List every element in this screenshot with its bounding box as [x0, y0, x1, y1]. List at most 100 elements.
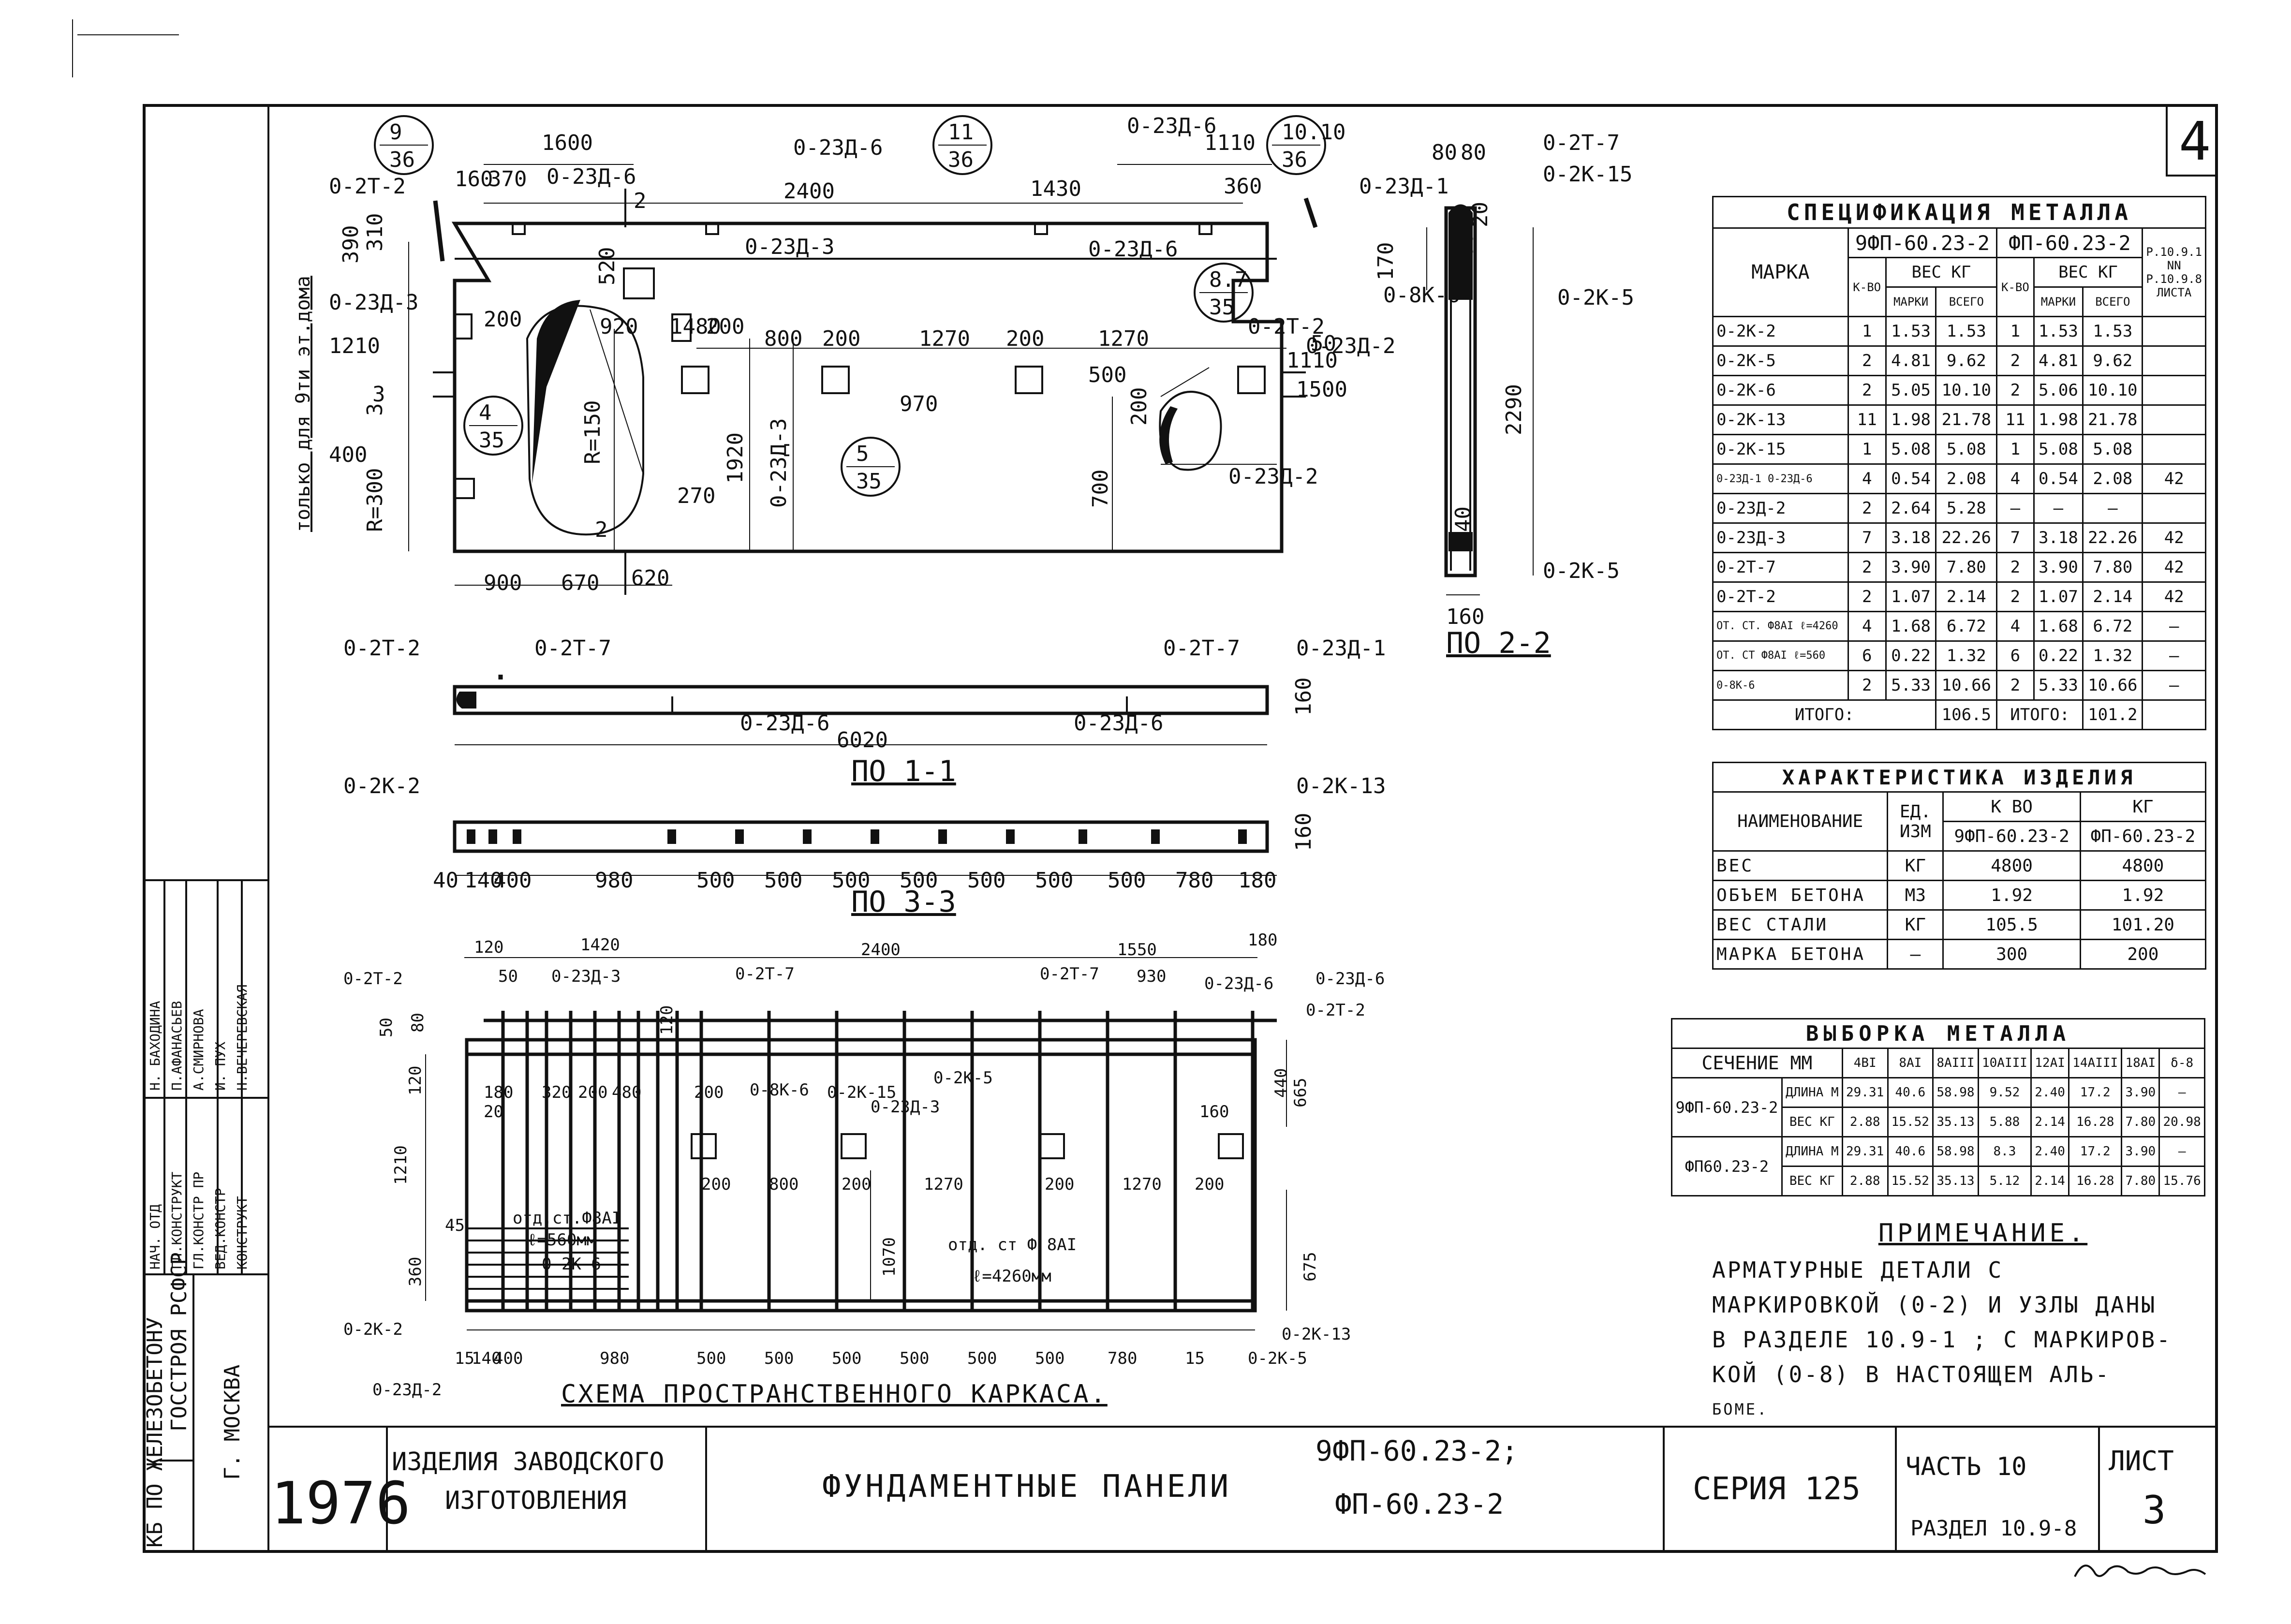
plan-labels-46: 270: [677, 484, 715, 508]
char-cell-unit: М3: [1887, 880, 1944, 911]
frame-labels-53: 980: [600, 1349, 629, 1368]
spec-kvo2: К-ВО: [1996, 257, 2035, 317]
spec-cell-k2: 2: [1996, 552, 2035, 583]
vyb-col-6: 18АI: [2121, 1048, 2160, 1078]
stamp-section: РАЗДЕЛ 10.9-8: [1910, 1516, 2077, 1541]
plan-labels-42: 700: [1088, 470, 1113, 508]
frame-title: СХЕМА ПРОСТРАНСТВЕННОГО КАРКАСА.: [561, 1380, 1108, 1409]
vyb-cell: 5.12: [1977, 1166, 2032, 1196]
spec-cell-m1: 3.18: [1885, 522, 1937, 553]
frame-labels-40: ℓ=560мм: [527, 1230, 596, 1250]
spec-cell-m1: 5.08: [1885, 434, 1937, 465]
s33-labels-2: 160: [1291, 813, 1316, 851]
vyb-cell: 16.28: [2068, 1107, 2123, 1137]
frame-labels-21: 180: [484, 1083, 513, 1102]
spec-cell-v1: 5.28: [1935, 493, 1998, 524]
s33-labels-13: 500: [1108, 868, 1146, 893]
plan-labels-9: 2400: [783, 179, 835, 204]
spec-cell-v2: —: [2082, 493, 2143, 524]
stamp-product-line2: ИЗГОТОВЛЕНИЯ: [445, 1486, 627, 1515]
vyb-cell: 58.98: [1932, 1077, 1979, 1108]
char-col-name: НАИМЕНОВАНИЕ: [1712, 791, 1889, 852]
s11-labels-4: 160: [1291, 678, 1316, 716]
vyb-kind: ВЕС КГ: [1781, 1166, 1843, 1196]
plan-view: только для 9ти эт.дома 936113610.1036435…: [292, 114, 1449, 595]
callout-num-0: 9: [389, 120, 402, 145]
frame-labels-55: 500: [764, 1349, 794, 1368]
spec-cell-marka: 0-2Т-7: [1712, 552, 1849, 583]
spec-cell-marka: 0-23Д-3: [1712, 522, 1849, 553]
char-cell-v1: 105.5: [1942, 909, 2081, 940]
s11-labels-7: 6020: [837, 728, 888, 753]
vyb-kind: ДЛИНА М: [1781, 1136, 1843, 1167]
frame-labels-10: 930: [1137, 967, 1166, 986]
vyb-product: ФП60.23-2: [1671, 1136, 1783, 1196]
frame-labels-61: 15: [1185, 1349, 1205, 1368]
spec-ves1: ВЕС КГ: [1885, 257, 1998, 288]
frame-labels-24: 480: [612, 1083, 641, 1102]
spec-cell-m1: 5.33: [1885, 670, 1937, 701]
plan-labels-19: 200: [484, 307, 522, 332]
char-col-kvo: К ВО: [1942, 791, 2081, 822]
spec-cell-ref: 42: [2142, 522, 2206, 553]
char-cell-v2: 4800: [2079, 850, 2207, 881]
frame-labels-23: 200: [578, 1083, 607, 1102]
s22-labels-11: 0-2К-5: [1543, 559, 1620, 583]
signature: [2074, 1565, 2206, 1577]
spec-cell-k2: 6: [1996, 640, 2035, 671]
spec-col-marka: МАРКА: [1712, 227, 1849, 317]
frame-labels-46: 675: [1301, 1252, 1320, 1282]
char-cell-name: ВЕС СТАЛИ: [1712, 909, 1889, 940]
plan-labels-49: 900: [484, 571, 522, 595]
spec-cell-k2: 2: [1996, 670, 2035, 701]
spec-cell-ref: [2142, 375, 2206, 406]
vyb-cell: 40.6: [1887, 1077, 1934, 1108]
frame-labels-14: 50: [377, 1018, 396, 1037]
frame-labels-12: 0-23Д-6: [1204, 974, 1273, 993]
frame-labels-34: 200: [842, 1175, 871, 1194]
frame-labels-30: 20: [484, 1102, 503, 1122]
spec-product1: 9ФП-60.23-2: [1847, 227, 1998, 258]
frame-labels-15: 80: [408, 1013, 428, 1033]
vyb-cell: 20.98: [2158, 1107, 2205, 1137]
plan-labels-38: 1110: [1286, 348, 1338, 373]
bottom-stamp: 1976 ИЗДЕЛИЯ ЗАВОДСКОГО ИЗГОТОВЛЕНИЯ ФУН…: [268, 1426, 2217, 1577]
vyb-cell: 5.88: [1977, 1107, 2032, 1137]
spec-cell-k1: 2: [1847, 670, 1887, 701]
spec-cell-m1: 1.53: [1885, 316, 1937, 347]
spec-cell-m1: 1.07: [1885, 581, 1937, 612]
spec-cell-v1: 7.80: [1935, 552, 1998, 583]
spec-cell-m2: 5.08: [2033, 434, 2084, 465]
spec-cell-v2: 2.08: [2082, 463, 2143, 494]
spec-cell-k1: 2: [1847, 345, 1887, 376]
spec-itogo-label2: ИТОГО:: [1996, 699, 2084, 730]
callout-den-0: 36: [389, 148, 415, 172]
spec-metal-table: СПЕЦИФИКАЦИЯ МЕТАЛЛА МАРКА 9ФП-60.23-2 Ф…: [1712, 196, 2206, 730]
callout-den-4: 35: [856, 469, 882, 494]
plan-labels-0: 0-2Т-2: [329, 174, 406, 199]
spec-cell-k2: 4: [1996, 463, 2035, 494]
stamp-series: СЕРИЯ 125: [1693, 1471, 1861, 1507]
frame-labels-33: 800: [769, 1175, 798, 1194]
vyb-product: 9ФП-60.23-2: [1671, 1077, 1783, 1137]
spec-cell-ref: 42: [2142, 463, 2206, 494]
frame-labels-27: 440: [1271, 1068, 1291, 1098]
char-cell-v2: 101.20: [2079, 909, 2207, 940]
vyb-cell: 40.6: [1887, 1136, 1934, 1167]
frame-labels-17: 0-2К-15: [827, 1083, 896, 1102]
plan-labels-18: 0-23Д-3: [329, 290, 418, 315]
vyb-col-2: 8АIII: [1932, 1048, 1979, 1078]
spec-cell-marka: 0-23Д-2: [1712, 493, 1849, 524]
plan-labels-16: 310: [363, 213, 387, 251]
spec-cell-v1: 10.66: [1935, 670, 1998, 701]
stamp-part: ЧАСТЬ 10: [1906, 1452, 2026, 1481]
